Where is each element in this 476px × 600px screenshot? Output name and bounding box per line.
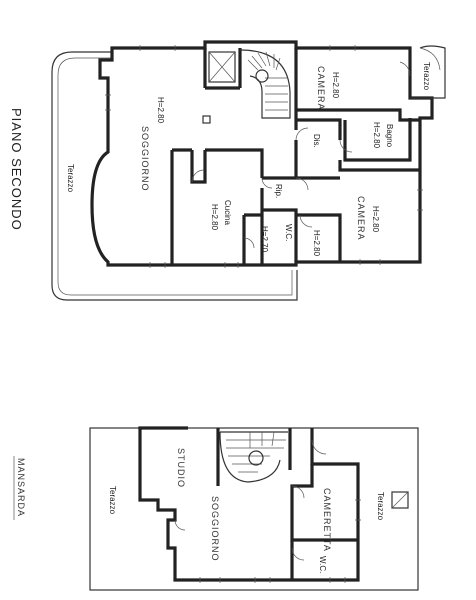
lower-stair-walls	[216, 428, 292, 486]
upper-soggiorno-height: H=2.80	[156, 97, 165, 124]
upper-bagno-name: Bagno	[385, 124, 394, 148]
lower-outer-wall	[138, 428, 360, 582]
upper-terrace-left-label: Terazzo	[66, 164, 75, 193]
lower-windows	[199, 499, 361, 583]
upper-plan-title: PIANO SECONDO	[9, 108, 24, 231]
upper-camera-top-name: CAMERA	[316, 66, 326, 111]
lower-cameretta-label: CAMERETTA	[322, 488, 332, 552]
upper-floor-plan: PIANO SECONDO Terazzo H=2.80 SOGGIORNO H…	[9, 40, 446, 301]
lower-wc-label: W.C.	[318, 556, 327, 573]
upper-rip-label: Rip.	[274, 184, 283, 198]
upper-kitchen-walls	[170, 148, 264, 265]
upper-pillar	[202, 115, 211, 124]
upper-interior-wall-2	[294, 48, 420, 172]
upper-cucina-height: H=2.80	[210, 204, 219, 231]
lower-spiral-stair	[219, 431, 288, 483]
upper-interior-wall-1	[203, 48, 242, 90]
lower-terrace-left-label: Terazzo	[108, 486, 117, 515]
upper-terrace-right-label: Terazzo	[422, 62, 431, 91]
lower-floor-plan: MANSARDA Terazzo STUDIO SOGGIORNO CAMERE…	[13, 426, 419, 591]
upper-camera-bottom-height: H=2.80	[371, 206, 380, 233]
upper-shaft	[208, 51, 236, 83]
upper-camera-bottom-name: CAMERA	[356, 196, 366, 241]
lower-soggiorno-label: SOGGIORNO	[210, 496, 220, 562]
upper-windows	[105, 45, 423, 268]
upper-wc-height: H=2.70	[260, 226, 269, 253]
upper-terrace-inner-outline	[57, 57, 293, 296]
lower-terrace-feature	[391, 491, 409, 509]
upper-camera-top-height: H=2.80	[331, 72, 340, 99]
upper-door-swings	[191, 61, 411, 249]
lower-studio-label: STUDIO	[176, 448, 186, 488]
upper-terrace-outline	[51, 51, 298, 301]
upper-rip-walls	[262, 176, 298, 262]
upper-bagno-walls	[343, 118, 412, 162]
upper-corridor-height: H=2.80	[312, 230, 321, 257]
upper-spiral-stair	[239, 49, 291, 119]
lower-door-swings	[174, 439, 327, 561]
upper-wc-walls	[242, 213, 342, 265]
upper-camera-bottom-walls	[294, 170, 340, 180]
upper-wc-name: W.C.	[284, 224, 293, 241]
lower-terrace-right-label: Terazzo	[376, 492, 385, 521]
lower-plan-title: MANSARDA	[16, 458, 26, 517]
upper-cucina-name: Cucina	[223, 200, 232, 225]
upper-dis-label: Dis.	[312, 134, 321, 148]
lower-terrace-outline	[89, 427, 419, 591]
upper-terrace-right	[410, 45, 446, 99]
lower-left-wall	[138, 426, 188, 430]
upper-bagno-height: H=2.80	[372, 122, 381, 149]
upper-soggiorno-name: SOGGIORNO	[140, 126, 150, 192]
